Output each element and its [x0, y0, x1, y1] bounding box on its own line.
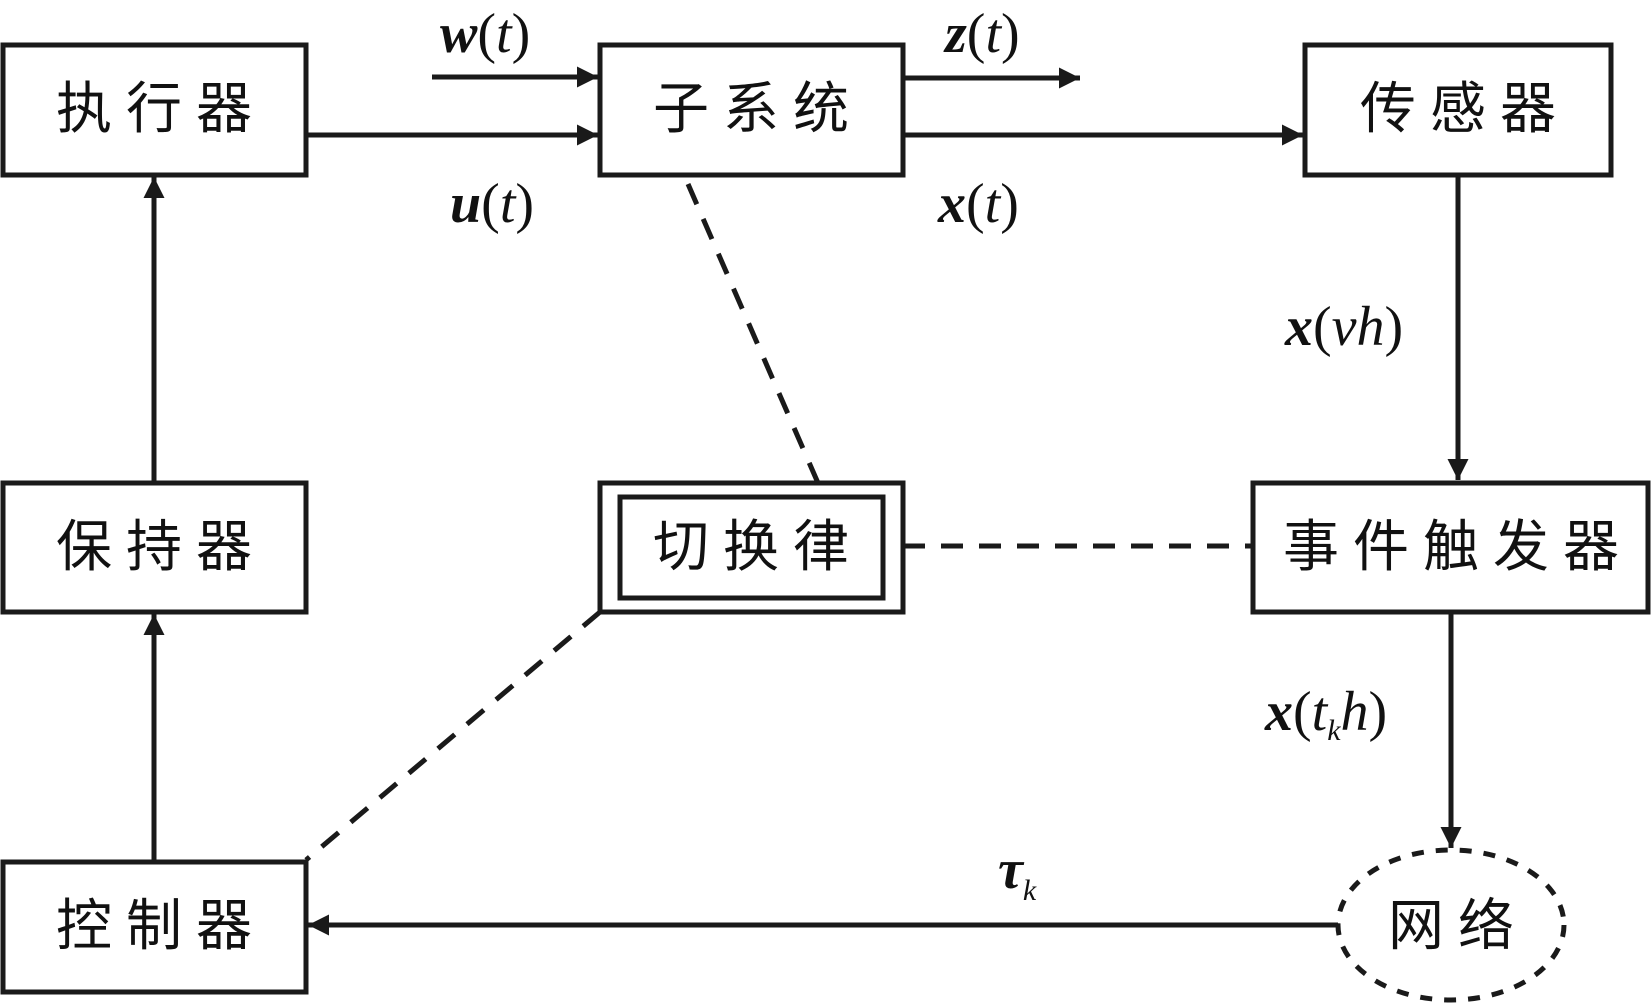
network-node: 网络 [1335, 847, 1567, 1003]
dashed-switching-to-subsystem [685, 183, 821, 484]
subsystem-label: 子系统 [653, 77, 863, 142]
event-trigger-block: 事件触发器 [1250, 480, 1651, 615]
network-label: 网络 [1388, 894, 1528, 959]
subsystem-block: 子系统 [597, 42, 906, 178]
signal-z-label: z(t) [943, 3, 1020, 65]
controller-block: 控制器 [0, 859, 309, 995]
signal-x-label: x(t) [937, 173, 1019, 235]
holder-block: 保持器 [0, 480, 309, 615]
controller-label: 控制器 [56, 894, 266, 959]
switching-law-inner-frame [617, 494, 886, 601]
signal-w-label: w(t) [440, 3, 530, 65]
signal-x-tkh-label: x(tkh) [1264, 681, 1387, 747]
switching-law-label: 切换律 [653, 515, 863, 580]
actuator-block: 执行器 [0, 42, 309, 178]
switching-law-block: 切换律 [597, 480, 906, 615]
wires [143, 66, 1469, 936]
signal-tau-label: τk [998, 839, 1037, 907]
sensor-block: 传感器 [1302, 42, 1614, 178]
sensor-label: 传感器 [1360, 77, 1570, 142]
signal-x-vh-label: x(vh) [1284, 296, 1403, 358]
dashed-switching-to-controller [304, 610, 602, 862]
actuator-label: 执行器 [56, 77, 266, 142]
holder-label: 保持器 [56, 515, 266, 580]
signal-u-label: u(t) [450, 173, 534, 235]
event-trigger-label: 事件触发器 [1283, 515, 1633, 580]
